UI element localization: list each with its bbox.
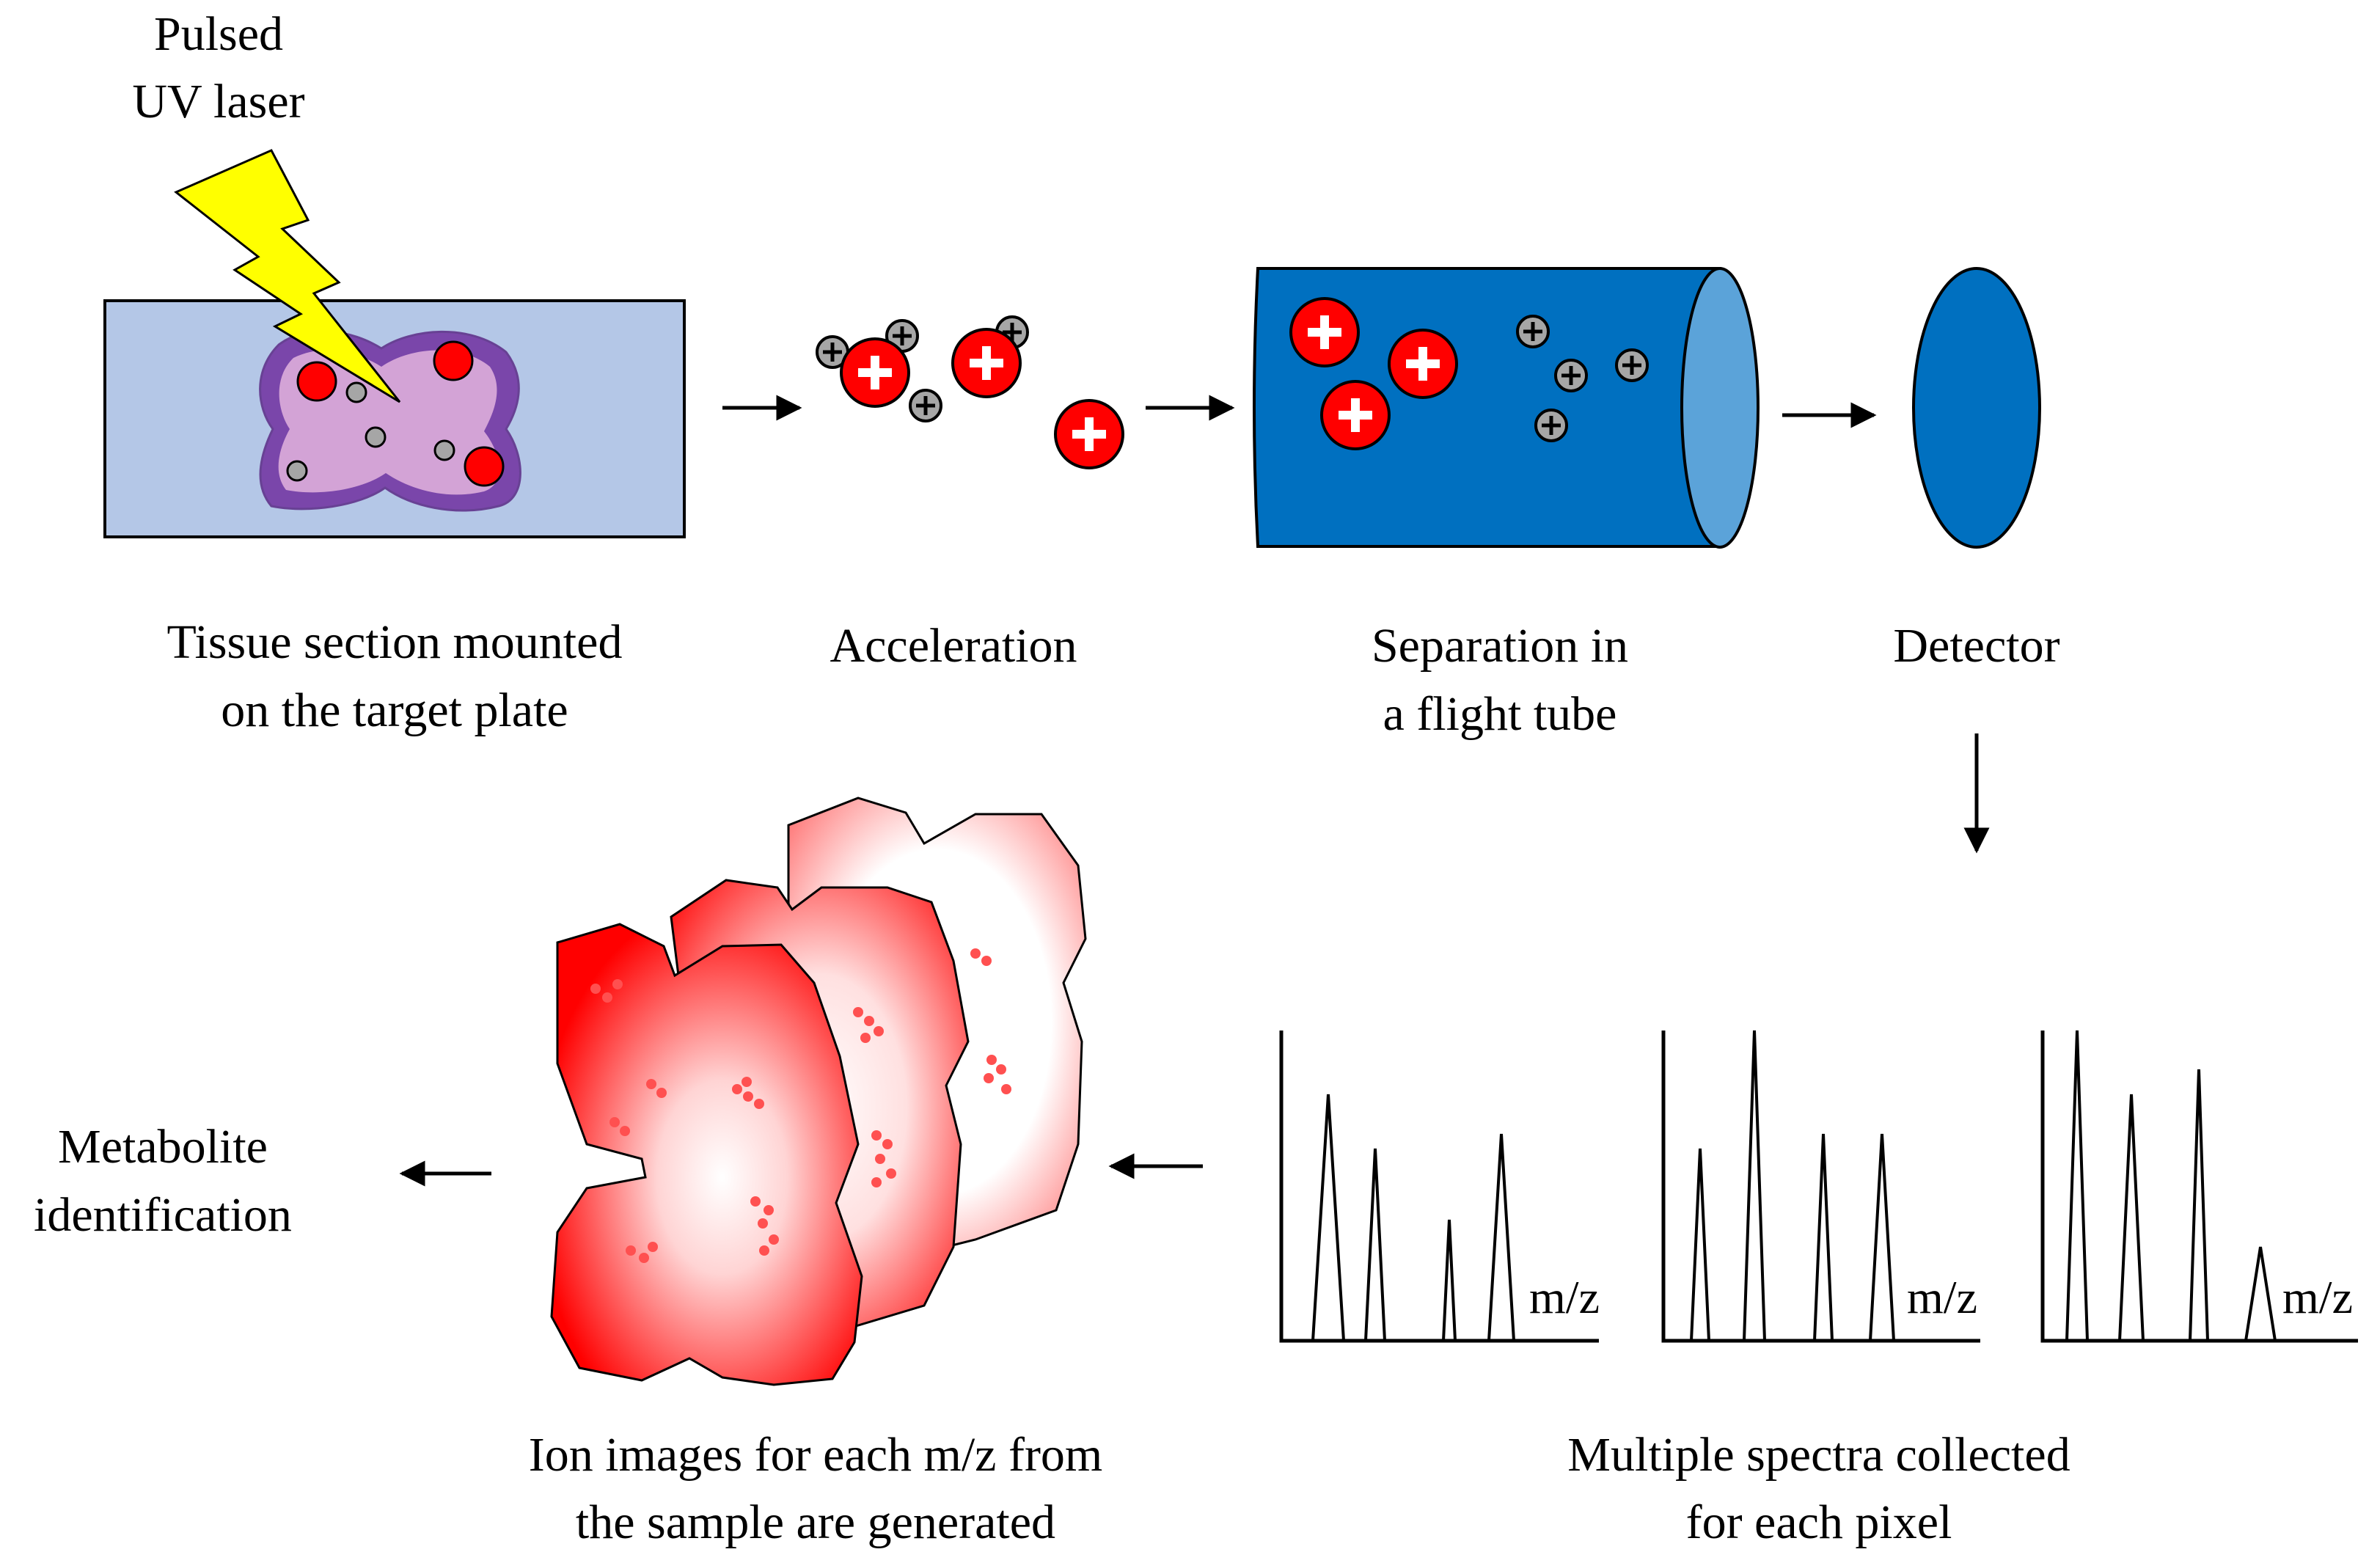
accelerated-ions — [816, 315, 1124, 469]
ion-images-stack — [550, 797, 1087, 1386]
spectra-label-line2: for each pixel — [1686, 1496, 1952, 1549]
ion-plus-large-icon — [951, 328, 1022, 398]
spectrum-axis-label: m/z — [2282, 1271, 2353, 1323]
tissue-section — [259, 330, 521, 512]
laser-label-line1: Pulsed — [154, 7, 283, 61]
metabolite-label-line1: Metabolite — [58, 1120, 268, 1174]
ion-plus-small-icon — [1516, 315, 1550, 348]
ion-large-dot — [433, 340, 474, 381]
ion-plus-large-icon — [1320, 380, 1391, 450]
laser-bolt-icon — [174, 149, 401, 403]
ion-plus-small-icon — [1534, 409, 1568, 442]
tissue-label-line1: Tissue section mounted — [167, 615, 623, 669]
ion-small-dot — [345, 381, 367, 403]
spectrum-1: m/z — [1279, 1031, 1600, 1343]
spectra-label-line1: Multiple spectra collected — [1567, 1428, 2070, 1482]
separation-label-line1: Separation in — [1372, 619, 1628, 673]
ion-plus-large-icon — [1054, 399, 1124, 469]
ion-large-dot — [464, 446, 505, 487]
flight-tube — [1253, 267, 1760, 549]
ion-plus-small-icon — [1554, 359, 1588, 392]
ion-images-label-line2: the sample are generated — [576, 1496, 1055, 1549]
spectrum-axis-label: m/z — [1907, 1271, 1977, 1323]
ion-small-dot — [365, 426, 387, 448]
ion-image-dots — [590, 948, 1011, 1263]
laser-label-line2: UV laser — [132, 75, 304, 128]
target-plate — [103, 299, 686, 538]
spectrum-3: m/z — [2040, 1030, 2358, 1343]
ion-plus-large-icon — [1388, 329, 1458, 399]
spectrum-2: m/z — [1661, 1030, 1980, 1343]
ion-plus-small-icon — [909, 389, 942, 422]
tissue-label-line2: on the target plate — [221, 684, 568, 737]
ion-plus-large-icon — [1289, 297, 1360, 367]
acceleration-label: Acceleration — [830, 619, 1077, 673]
ion-plus-small-icon — [1615, 348, 1649, 382]
ion-large-dot — [296, 361, 337, 402]
separation-label-line2: a flight tube — [1383, 687, 1617, 741]
detector-label: Detector — [1893, 619, 2059, 673]
spectrum-axis-label: m/z — [1529, 1271, 1600, 1323]
ion-image-front — [550, 923, 863, 1386]
ion-images-label-line1: Ion images for each m/z from — [529, 1428, 1103, 1482]
ion-plus-large-icon — [840, 337, 910, 408]
metabolite-label-line2: identification — [34, 1188, 292, 1242]
ion-small-dot — [433, 439, 455, 461]
ion-plus-small-icon — [816, 335, 849, 369]
ion-small-dot — [286, 460, 308, 482]
detector-shape — [1912, 267, 2041, 549]
